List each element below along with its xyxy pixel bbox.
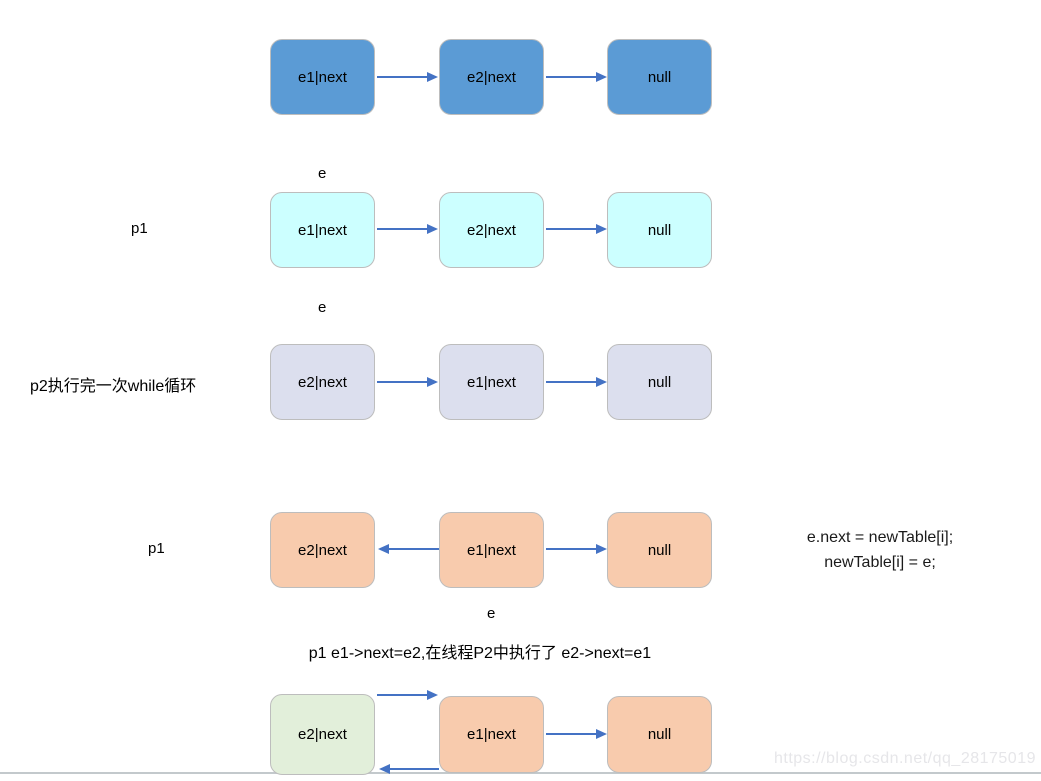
arrow-right-icon xyxy=(546,544,607,554)
code-line: newTable[i] = e; xyxy=(824,554,936,571)
node-box: null xyxy=(607,344,712,420)
arrow-right-icon xyxy=(377,690,438,700)
e-pointer-label: e xyxy=(318,299,327,316)
node-box: e1|next xyxy=(270,39,375,115)
arrow-right-icon xyxy=(546,377,607,387)
arrow-right-icon xyxy=(546,729,607,739)
arrow-left-icon xyxy=(378,544,439,554)
node-box: e2|next xyxy=(439,39,544,115)
row-label-p2-while: p2执行完一次while循环 xyxy=(30,378,197,395)
node-box: e2|next xyxy=(270,344,375,420)
e-pointer-label: e xyxy=(487,605,496,622)
node-box: e1|next xyxy=(439,344,544,420)
code-snippet: e.next = newTable[i]; newTable[i] = e; xyxy=(775,525,985,575)
node-box: e2|next xyxy=(439,192,544,268)
node-box: null xyxy=(607,39,712,115)
node-box: e1|next xyxy=(439,512,544,588)
caption: p1 e1->next=e2,在线程P2中执行了 e2->next=e1 xyxy=(308,645,652,662)
node-box: e1|next xyxy=(270,192,375,268)
watermark: https://blog.csdn.net/qq_28175019 xyxy=(773,750,1036,767)
arrow-left-icon xyxy=(379,764,439,774)
arrow-right-icon xyxy=(546,224,607,234)
arrow-right-icon xyxy=(546,72,607,82)
node-box: e1|next xyxy=(439,696,544,773)
pointer-label-p1: p1 xyxy=(131,220,148,237)
e-pointer-label: e xyxy=(318,165,327,182)
arrow-right-icon xyxy=(377,72,438,82)
node-box: e2|next xyxy=(270,694,375,775)
arrow-right-icon xyxy=(377,224,438,234)
node-box: null xyxy=(607,696,712,773)
node-box: null xyxy=(607,512,712,588)
pointer-label-p1: p1 xyxy=(148,540,165,557)
code-line: e.next = newTable[i]; xyxy=(806,529,954,546)
page-bottom-border xyxy=(0,772,1041,774)
arrow-right-icon xyxy=(377,377,438,387)
node-box: e2|next xyxy=(270,512,375,588)
node-box: null xyxy=(607,192,712,268)
